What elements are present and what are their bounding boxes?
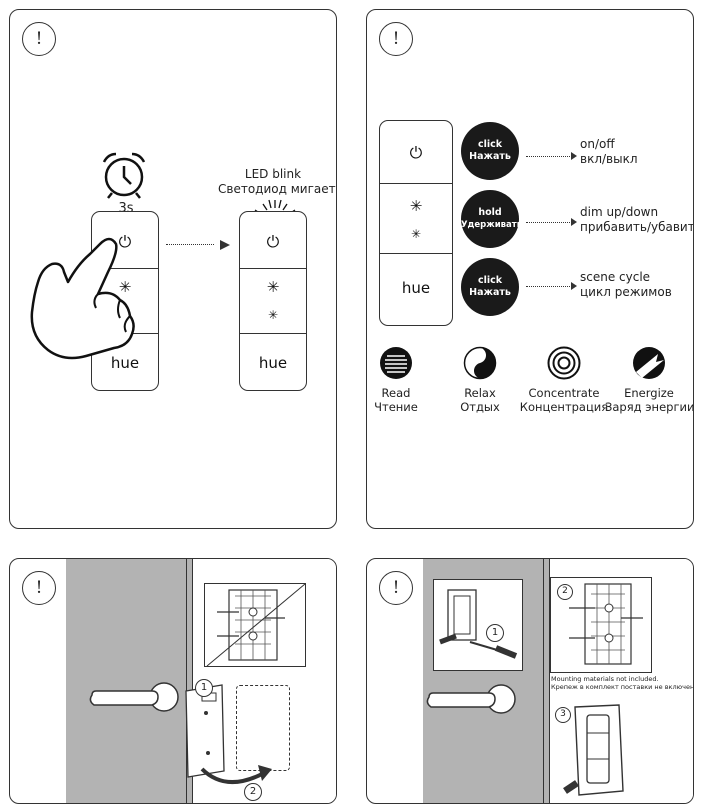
action-arrowhead [571,152,577,160]
hand-press-icon [30,237,135,360]
action-desc-en: scene cycle [580,270,651,284]
step-2-marker: 2 [244,783,262,801]
step-1-marker: 1 [195,679,213,697]
brightness-down-symbol[interactable]: ✳ [410,227,422,241]
step-1-marker: 1 [486,624,504,642]
action-type-ru: Нажать [469,151,511,162]
action-connector [526,156,572,157]
action-connector [526,286,572,287]
mode-label-ru: Заряд энергии [605,400,694,414]
wallplate-screw-inset: 2 [550,577,652,673]
concentrate-icon [547,346,581,380]
wallplate-inset [204,583,306,667]
action-desc-ru: прибавить/убавить [580,220,694,234]
power-button-symbol[interactable]: ⏻ [266,232,280,251]
transition-arrow [166,244,214,245]
mode-label-en: Concentrate [528,386,600,400]
action-arrowhead [571,282,577,290]
hue-button-label[interactable]: hue [258,354,288,372]
led-blink-label-ru: Светодиод мигает [218,182,336,196]
action-desc-en: dim up/down [580,205,659,219]
action-type-en: click [477,275,503,286]
action-desc-en: on/off [580,137,615,151]
hue-button-label[interactable]: hue [401,279,431,297]
power-button-symbol[interactable]: ⏻ [118,232,132,251]
panel-wall-mount: ! 1 2 Mounting materials not included. К… [366,558,694,804]
action-hold-badge: hold Удерживать [461,190,523,248]
mode-label-en: Read [381,386,411,400]
read-icon [380,347,412,379]
action-click-badge: click Нажать [461,258,519,316]
mode-label-en: Relax [464,386,496,400]
warning-icon: ! [379,571,413,605]
screwdriver-inset: 1 [433,579,523,671]
move-arrow [200,765,272,785]
mounting-note-en: Mounting materials not included. [551,675,659,683]
action-connector [526,222,572,223]
door-frame [186,559,193,803]
mode-label-ru: Отдых [460,400,500,414]
alarm-clock-icon [102,152,146,199]
remote-right: ⏻ ✳ ✳ hue [239,211,307,391]
mode-label-ru: Концентрация [519,400,609,414]
mode-label-en: Energize [624,386,674,400]
warning-icon: ! [22,571,56,605]
action-type-ru: Удерживать [461,220,523,230]
brightness-up-symbol[interactable]: ✳ [409,197,423,215]
mounting-note-ru: Крепеж в комплект поставки не включен [551,683,694,691]
action-type-ru: Нажать [469,287,511,298]
brightness-down-symbol[interactable]: ✳ [267,308,279,322]
panel-button-functions: ! ⏻ ✳ ✳ hue click Нажать on/off вкл/выкл… [366,9,694,529]
action-arrowhead [571,218,577,226]
power-button-symbol[interactable]: ⏻ [409,143,423,162]
warning-icon: ! [379,22,413,56]
panel-remove-from-holder: ! 1 2 [9,558,337,804]
remote-in-holder [563,704,624,796]
brightness-up-symbol[interactable]: ✳ [266,278,280,296]
door-handle [426,684,516,714]
door-frame [543,559,550,803]
panel-power-hold: ! 3s ⏻ ✳ hue LED blink Светодиод мигает … [9,9,337,529]
remote-functions: ⏻ ✳ ✳ hue [379,120,453,326]
action-click-badge: click Нажать [461,122,519,180]
hue-button-label[interactable]: hue [110,354,140,372]
led-blink-label-en: LED blink [244,167,302,181]
step-3-marker: 3 [555,707,571,723]
transition-arrowhead [220,240,230,250]
energize-icon [633,347,665,379]
door-handle [89,682,179,712]
action-type-en: click [477,139,503,150]
step-2-marker: 2 [557,584,573,600]
wall [66,559,186,803]
action-desc-ru: вкл/выкл [580,152,638,166]
mode-label-ru: Чтение [374,400,418,414]
brightness-up-symbol[interactable]: ✳ [118,278,132,296]
relax-icon [463,346,497,380]
action-type-en: hold [478,207,502,218]
action-desc-ru: цикл режимов [580,285,672,299]
warning-icon: ! [22,22,56,56]
